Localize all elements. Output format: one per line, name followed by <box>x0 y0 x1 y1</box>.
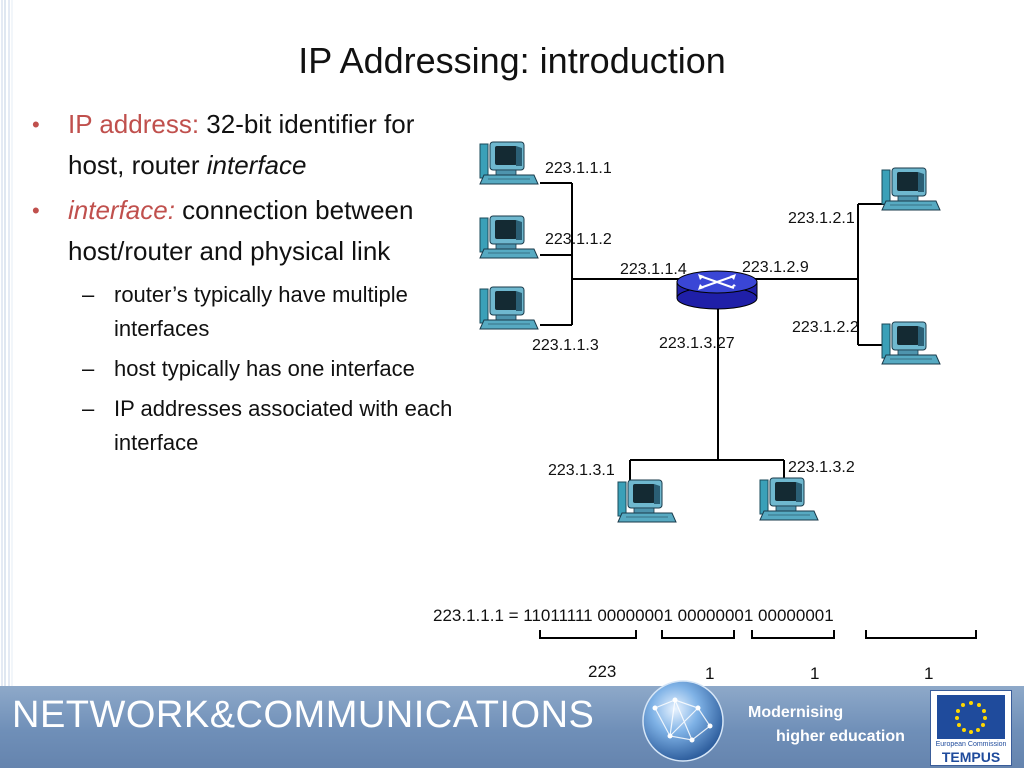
host-address-label: 223.1.3.1 <box>548 462 615 479</box>
bullet-italic-term: interface <box>206 150 307 180</box>
host-address-label: 223.1.3.2 <box>788 459 855 476</box>
bullet-list: • IP address: 32-bit identifier for host… <box>30 104 460 460</box>
octet-bracket <box>539 630 637 639</box>
octet-value: 223 <box>588 662 617 681</box>
tempus-logo: European Commission TEMPUS <box>930 690 1012 766</box>
tagline-line-1: Modernising <box>748 704 844 721</box>
sub-bullet: – host typically has one interface <box>30 352 460 386</box>
octet-bracket <box>751 630 835 639</box>
sub-bullet-text: router’s typically have multiple interfa… <box>114 282 408 341</box>
sub-bullet-dash: – <box>82 356 95 381</box>
host-computer-icon <box>479 141 539 185</box>
tagline-line-2: higher education <box>776 728 905 745</box>
bullet-text: connection between host/router and physi… <box>68 195 414 266</box>
left-decoration-stripes <box>1 0 13 690</box>
bullet-label: IP address: <box>68 109 200 139</box>
eu-flag-icon <box>937 695 1005 739</box>
footer-banner: NETWORK&COMMUNICATIONS Modernising highe… <box>0 680 1024 768</box>
router-interface-label: 223.1.2.9 <box>742 259 809 276</box>
octet-bracket <box>661 630 735 639</box>
host-address-label: 223.1.1.1 <box>545 160 612 177</box>
octet-value: 1 <box>810 664 820 683</box>
bullet-text: 32-bit identifier for host, router <box>68 109 415 180</box>
sub-bullet: – IP addresses associated with each inte… <box>30 392 460 460</box>
router-icon <box>676 270 758 310</box>
bullet-interface: • interface: connection between host/rou… <box>30 190 460 272</box>
host-address-label: 223.1.1.3 <box>532 337 599 354</box>
network-diagram: 223.1.1.1 223.1.1.2 223.1.1.3 223.1.2.1 … <box>479 141 977 639</box>
host-address-label: 223.1.1.2 <box>545 231 612 248</box>
sub-bullet: – router’s typically have multiple inter… <box>30 278 460 346</box>
router-interface-label: 223.1.3.27 <box>659 335 735 352</box>
host-address-label: 223.1.2.2 <box>792 319 859 336</box>
bullet-dot: • <box>32 112 40 137</box>
host-computer-icon <box>617 479 677 523</box>
bullet-label: interface: <box>68 195 175 225</box>
host-computer-icon <box>881 321 941 365</box>
host-computer-icon <box>881 167 941 211</box>
router-interface-label: 223.1.1.4 <box>620 261 687 278</box>
footer-brand-text: NETWORK&COMMUNICATIONS <box>12 694 595 736</box>
host-computer-icon <box>479 286 539 330</box>
octet-value: 1 <box>924 664 934 683</box>
octet-bracket <box>865 630 977 639</box>
tempus-name: TEMPUS <box>941 749 1001 765</box>
sub-bullet-text: host typically has one interface <box>114 356 415 381</box>
octet-value: 1 <box>705 664 715 683</box>
sub-bullet-text: IP addresses associated with each interf… <box>114 396 453 455</box>
host-computer-icon <box>479 215 539 259</box>
slide-title: IP Addressing: introduction <box>298 40 726 81</box>
bullet-ip-address: • IP address: 32-bit identifier for host… <box>30 104 460 186</box>
ec-small-text: European Commission <box>935 741 1007 748</box>
sub-bullet-dash: – <box>82 396 95 421</box>
host-address-label: 223.1.2.1 <box>788 210 855 227</box>
globe-icon <box>642 680 724 762</box>
bullet-dot: • <box>32 198 40 223</box>
binary-equation: 223.1.1.1 = 11011111 00000001 00000001 0… <box>433 606 834 625</box>
host-computer-icon <box>759 477 819 521</box>
sub-bullet-dash: – <box>82 282 95 307</box>
